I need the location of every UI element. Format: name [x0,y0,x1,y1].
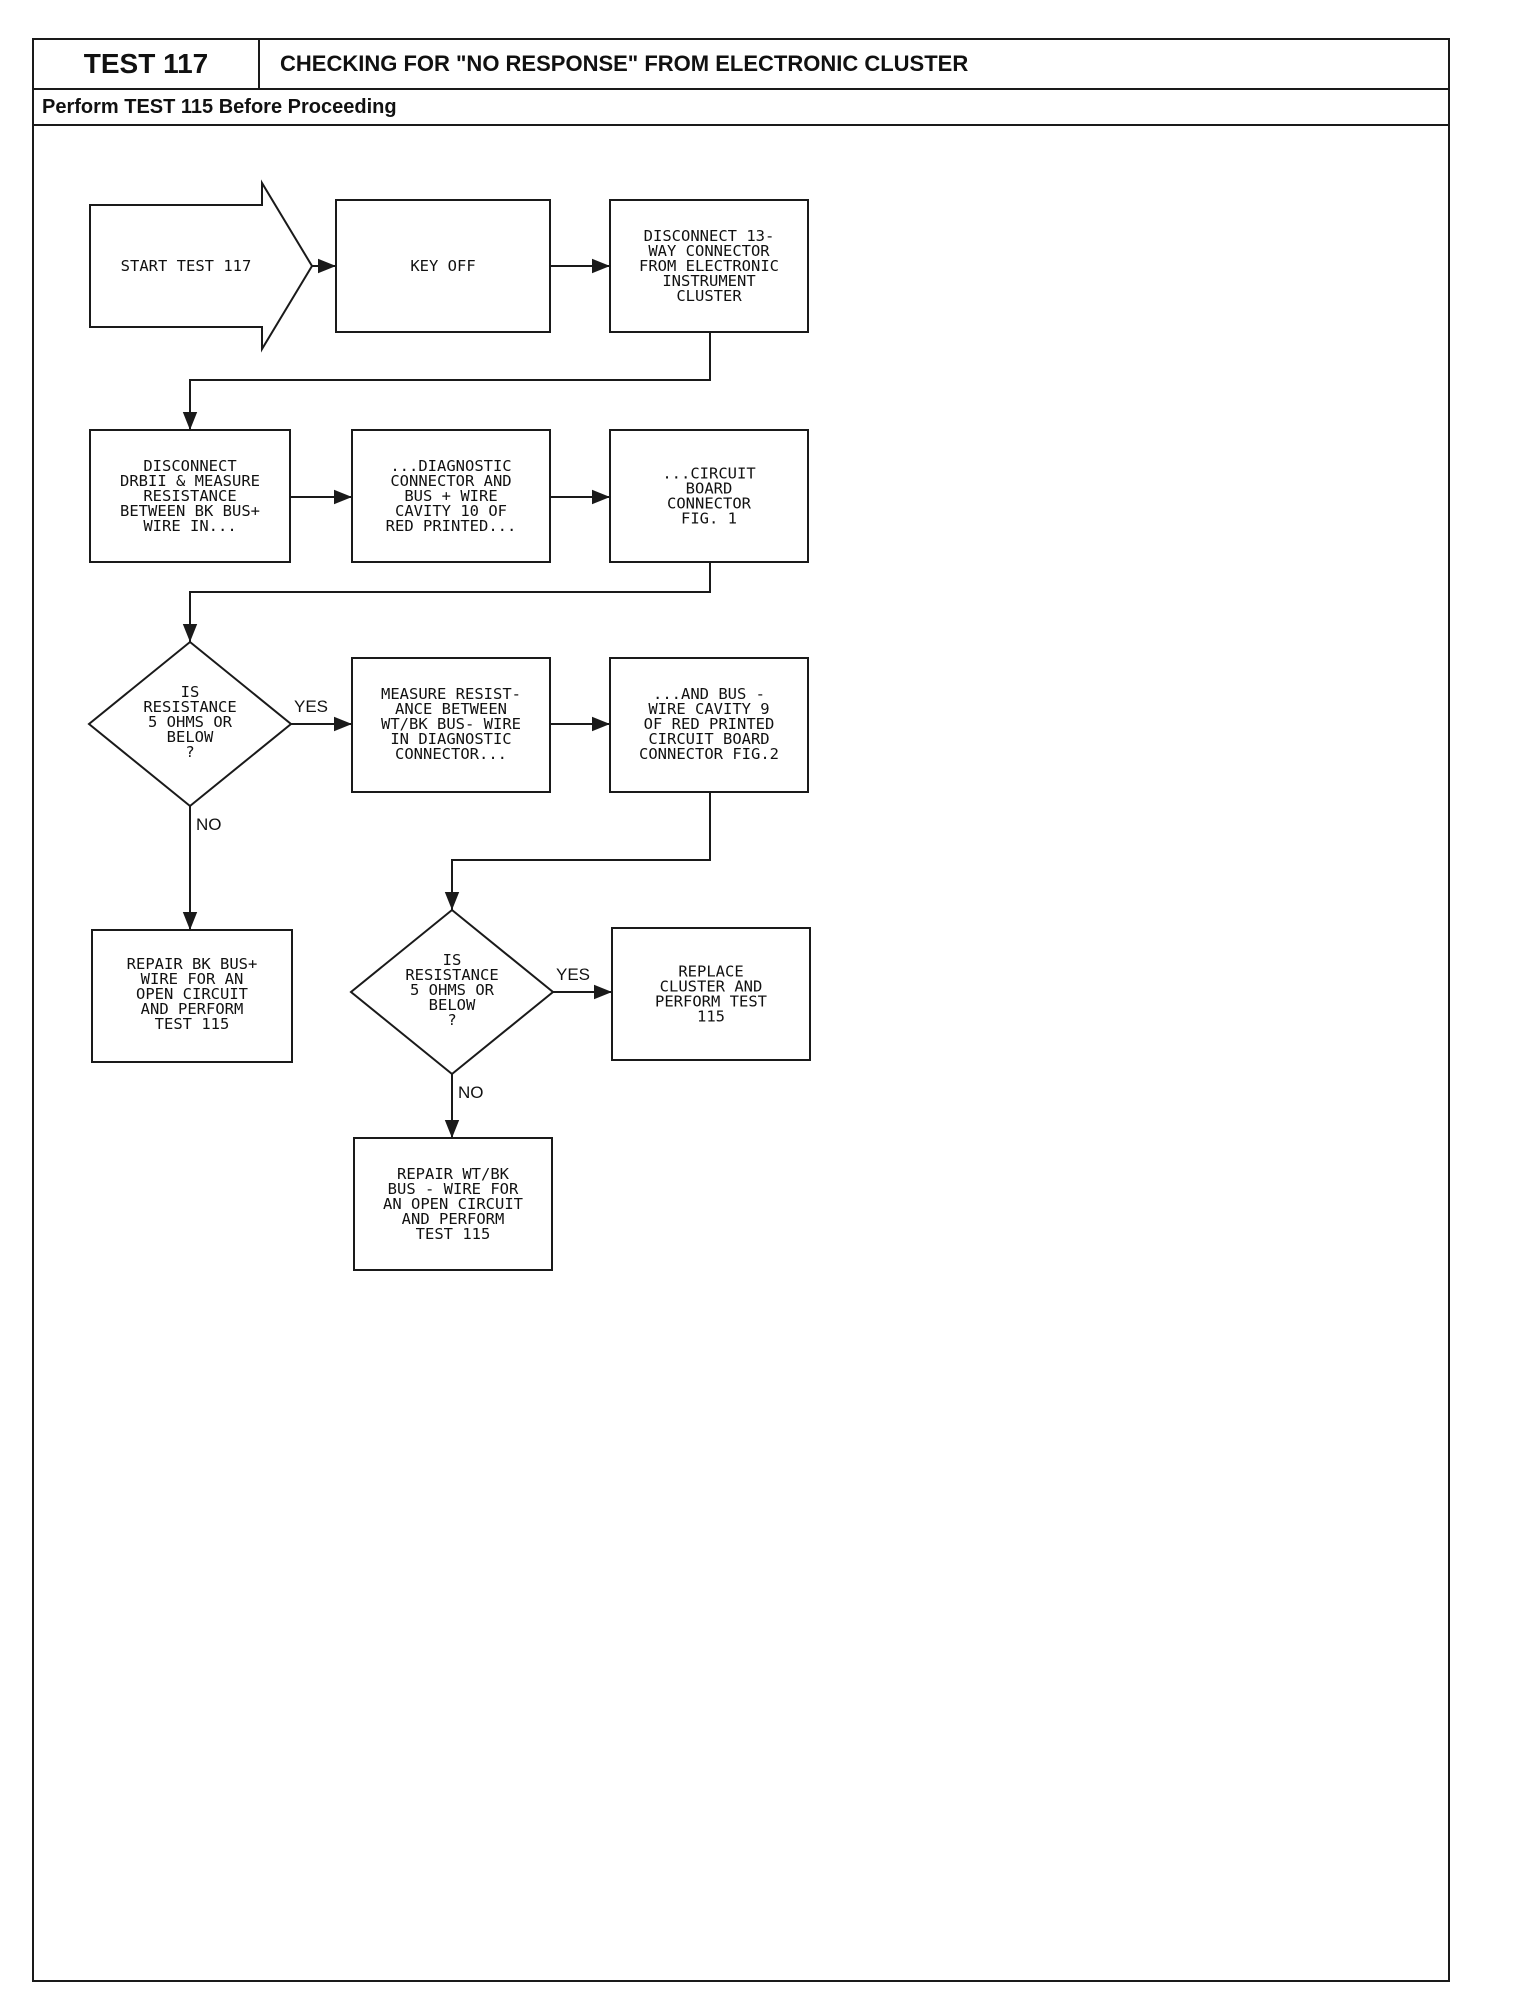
node-text-line: AND PERFORM [402,1210,505,1228]
key-off-text: KEY OFF [410,257,475,275]
decision2-no-label: NO [458,1083,484,1102]
node-text-line: WIRE IN... [143,517,236,535]
node-text-line: 5 OHMS OR [410,981,495,999]
node-text-line: BELOW [167,728,214,746]
node-text-line: INSTRUMENT [662,272,755,290]
node-text-line: BOARD [686,480,733,498]
node-text-line: CONNECTOR [667,495,752,513]
decision2-diamond [349,908,555,1076]
node-text-line: BUS - WIRE FOR [388,1180,519,1198]
test-title: CHECKING FOR "NO RESPONSE" FROM ELECTRON… [260,40,1448,90]
disconnect-13way-box [609,199,809,333]
node-text-line: RESISTANCE [143,698,236,716]
arrow-busminus-to-decision2 [444,792,711,910]
node-text-line: REPLACE [678,963,743,981]
node-text-line: OPEN CIRCUIT [136,985,248,1003]
node-text-line: ? [185,743,194,761]
decision1-diamond [87,640,293,808]
start-text: START TEST 117 [121,257,252,275]
repair-wtbk-box [353,1137,553,1271]
node-text-line: REPAIR WT/BK [397,1165,510,1183]
node-text-line: CIRCUIT BOARD [648,730,769,748]
diag-connector-box [351,429,551,563]
node-text-line: IN DIAGNOSTIC [390,730,511,748]
node-text-line: TEST 115 [416,1225,491,1243]
node-text-line: OF RED PRINTED [644,715,775,733]
node-text-line: RESISTANCE [143,487,236,505]
node-text-line: CAVITY 10 OF [395,502,507,520]
node-text-line: WT/BK BUS- WIRE [381,715,521,733]
decision2-yes-label: YES [556,965,590,984]
node-text-line: AN OPEN CIRCUIT [383,1195,523,1213]
node-text-line: ...AND BUS - [653,685,765,703]
node-text-line: BELOW [429,996,476,1014]
key-off-box [335,199,551,333]
node-text-line: PERFORM TEST [655,993,767,1011]
replace-cluster-box [611,927,811,1061]
decision1-yes-label: YES [294,697,328,716]
node-text-line: DISCONNECT [143,457,236,475]
node-text-line: CONNECTOR AND [390,472,511,490]
start-arrow-shape [89,179,314,353]
arrow-disconnect-to-drbii [182,332,711,430]
node-text-line: CLUSTER [676,287,742,305]
node-text-line: RED PRINTED... [386,517,517,535]
node-text-line: CONNECTOR FIG.2 [639,745,779,763]
node-text-line: WAY CONNECTOR [648,242,770,260]
measure-resist-box [351,657,551,793]
node-text-line: WIRE CAVITY 9 [648,700,769,718]
node-text-line: ...DIAGNOSTIC [390,457,511,475]
test-number: TEST 117 [34,40,260,90]
node-text-line: TEST 115 [155,1015,230,1033]
node-text-line: RESISTANCE [405,966,498,984]
node-text-line: FIG. 1 [681,510,737,528]
node-text-line: BETWEEN BK BUS+ [120,502,260,520]
bus-minus-box [609,657,809,793]
node-text-line: BUS + WIRE [404,487,497,505]
node-text-line: KEY OFF [410,257,475,275]
node-text-line: CLUSTER AND [660,978,763,996]
node-text-line: IS [181,683,200,701]
test-prerequisite: Perform TEST 115 Before Proceeding [34,90,1448,126]
node-text-line: 5 OHMS OR [148,713,233,731]
node-text-line: FROM ELECTRONIC [639,257,779,275]
connectors [182,258,711,1138]
repair-bk-box [91,929,293,1063]
arrow-circuit-to-decision1 [182,562,711,642]
node-text-line: START TEST 117 [121,257,252,275]
node-text-line: ...CIRCUIT [662,465,755,483]
circuit-board-box [609,429,809,563]
node-text-line: ANCE BETWEEN [395,700,507,718]
bus-minus-text: ...AND BUS -WIRE CAVITY 9OF RED PRINTEDC… [639,685,779,763]
node-text-line: DISCONNECT 13- [644,227,775,245]
decision1-no-label: NO [196,815,222,834]
node-text-line: MEASURE RESIST- [381,685,521,703]
disconnect-drbii-box [89,429,291,563]
test-frame: TEST 117 CHECKING FOR "NO RESPONSE" FROM… [32,38,1450,1982]
node-text-line: DRBII & MEASURE [120,472,260,490]
node-text-line: AND PERFORM [141,1000,244,1018]
node-text-line: REPAIR BK BUS+ [127,955,258,973]
node-text-line: 115 [697,1008,725,1026]
node-text-line: WIRE FOR AN [141,970,244,988]
node-text-line: CONNECTOR... [395,745,507,763]
node-text-line: ? [447,1011,456,1029]
node-text-line: IS [443,951,462,969]
